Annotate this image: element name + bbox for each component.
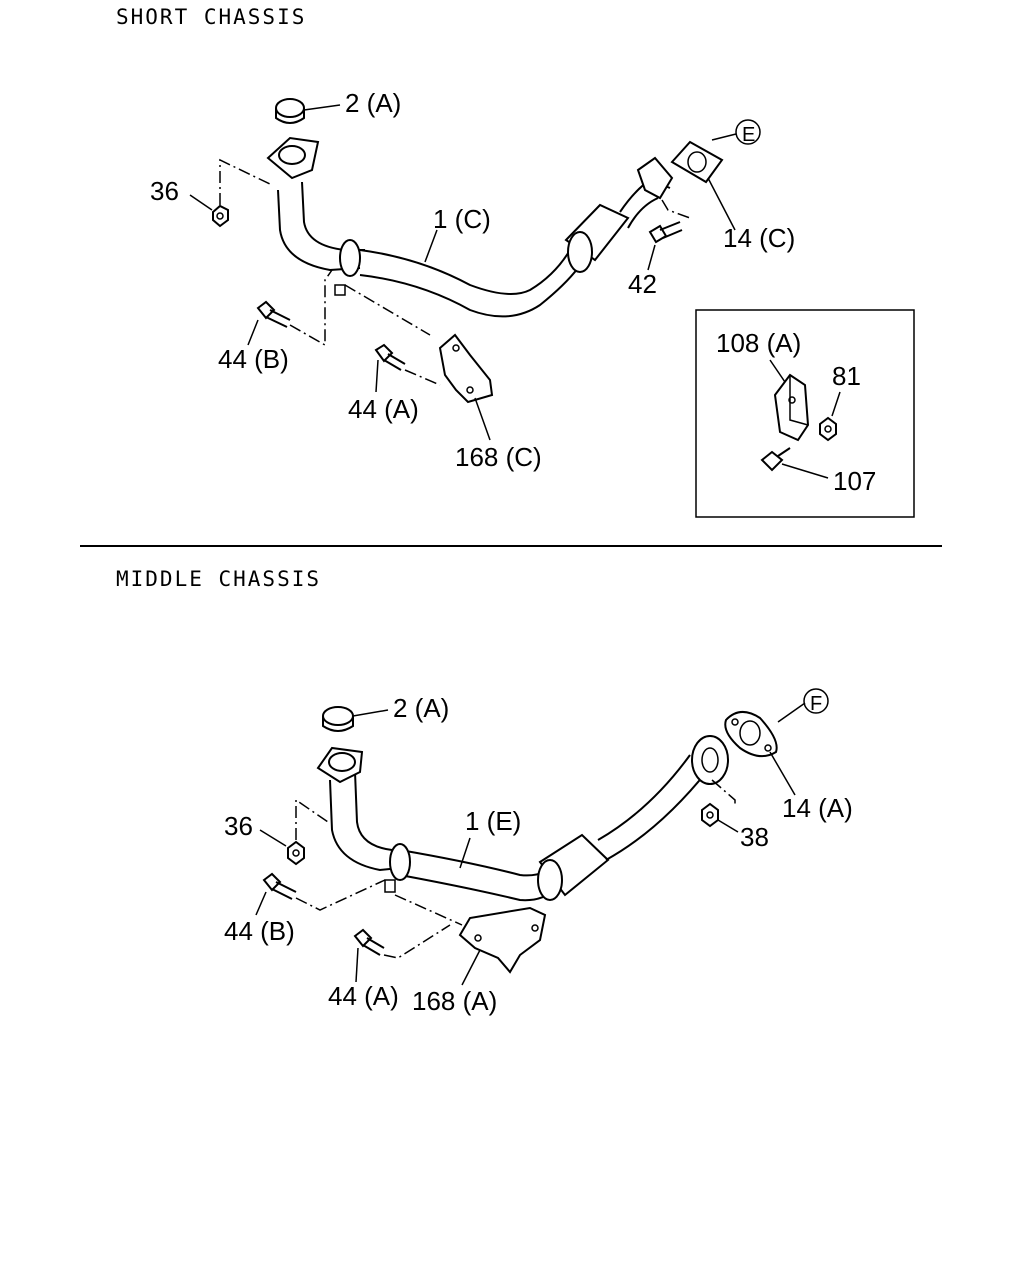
ref-letter-e: E: [742, 124, 755, 146]
inset-bracket-108a: [769, 359, 810, 442]
callout-1c-short: 1 (C): [433, 204, 491, 234]
callout-1e-middle: 1 (E): [465, 806, 521, 836]
inset-bolt-107: [760, 447, 829, 479]
ref-circle-f: [803, 688, 829, 714]
bolt-44a-short: [374, 343, 441, 393]
bolt-44a-middle: [353, 924, 451, 983]
gasket-14a-middle: [724, 702, 806, 796]
bracket-168c-short: [344, 284, 494, 441]
nut-36-short: [189, 158, 273, 228]
callout-2a-middle: 2 (A): [393, 693, 449, 723]
callout-108a: 108 (A): [716, 328, 801, 358]
inset-nut-81: [819, 391, 841, 442]
callout-14c-short: 14 (C): [723, 223, 795, 253]
front-exhaust-pipe-middle: [316, 735, 729, 902]
section-title-middle-chassis: MIDDLE CHASSIS: [116, 567, 321, 591]
inset-box: [695, 309, 915, 518]
bolt-42-short: [647, 199, 691, 271]
bolt-44b-middle: [255, 872, 386, 916]
callout-107: 107: [833, 466, 876, 496]
callout-44a-middle: 44 (A): [328, 981, 399, 1011]
front-exhaust-pipe-short: [266, 136, 674, 318]
section-title-short-chassis: SHORT CHASSIS: [116, 5, 306, 29]
callout-38-middle: 38: [740, 822, 769, 852]
gasket-2a-short: [275, 98, 341, 124]
callout-2a-short: 2 (A): [345, 88, 401, 118]
callout-44b-middle: 44 (B): [224, 916, 295, 946]
callout-36-middle: 36: [224, 811, 253, 841]
gasket-2a-middle: [322, 706, 389, 732]
callout-44a-short: 44 (A): [348, 394, 419, 424]
callout-168c-short: 168 (C): [455, 442, 542, 472]
callout-36-short: 36: [150, 176, 179, 206]
ref-circle-e: [735, 119, 761, 145]
callout-42-short: 42: [628, 269, 657, 299]
callout-81: 81: [832, 361, 861, 391]
callout-14a-middle: 14 (A): [782, 793, 853, 823]
nut-38-middle: [701, 779, 739, 833]
callout-168a-middle: 168 (A): [412, 986, 497, 1016]
callout-44b-short: 44 (B): [218, 344, 289, 374]
gasket-14c-short: [670, 133, 737, 231]
bolt-44b-short: [247, 269, 333, 347]
nut-36-middle: [259, 798, 329, 866]
bracket-168a-middle: [394, 894, 547, 986]
ref-letter-f: F: [810, 693, 822, 715]
